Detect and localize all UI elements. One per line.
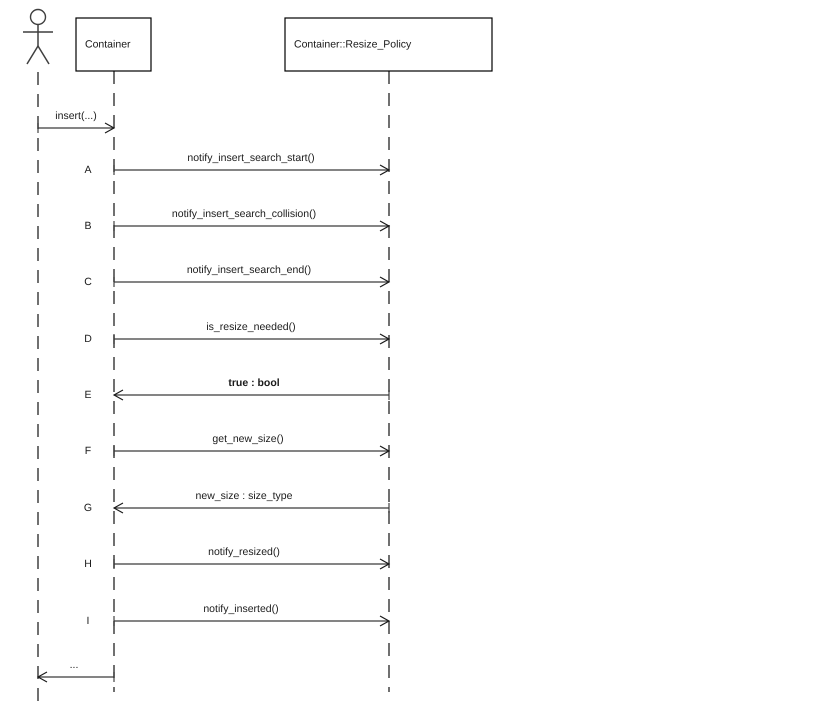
message-label: notify_insert_search_end() [187, 264, 311, 276]
participant-label-resize_policy: Container::Resize_Policy [294, 38, 412, 50]
message-arrowhead [36, 671, 48, 683]
message-label: get_new_size() [212, 433, 283, 445]
step-letter-h: H [84, 558, 92, 570]
participant-box-container[interactable] [75, 17, 152, 72]
participant-container[interactable]: Container [75, 17, 152, 692]
message-arrowhead [379, 333, 391, 345]
message-c[interactable]: notify_insert_search_end() C [84, 264, 391, 288]
message-i[interactable]: notify_inserted() I [87, 603, 391, 627]
message-b[interactable]: notify_insert_search_collision() B [84, 208, 391, 232]
message-label: notify_inserted() [203, 603, 278, 615]
message-label: is_resize_needed() [206, 321, 295, 333]
message-label: insert(...) [55, 110, 96, 122]
step-letter-e: E [84, 389, 91, 401]
step-letter-g: G [84, 502, 92, 514]
message-label: ... [70, 659, 79, 671]
participant-box-resize_policy[interactable] [284, 17, 493, 72]
message-arrowhead [104, 122, 116, 134]
message-label: notify_resized() [208, 546, 280, 558]
step-letter-i: I [87, 615, 90, 627]
message-arrowhead [379, 276, 391, 288]
step-letter-c: C [84, 276, 92, 288]
step-letter-b: B [84, 220, 91, 232]
participant-label-container: Container [85, 38, 131, 50]
message-f[interactable]: get_new_size() F [85, 433, 391, 457]
actor-icon [23, 8, 53, 65]
participant-resize_policy[interactable]: Container::Resize_Policy [284, 17, 493, 692]
message-arrowhead [379, 164, 391, 176]
message-x10[interactable]: ... [36, 659, 115, 683]
step-letter-f: F [85, 445, 91, 457]
message-d[interactable]: is_resize_needed() D [84, 321, 391, 345]
message-label: notify_insert_search_collision() [172, 208, 316, 220]
step-letter-d: D [84, 333, 92, 345]
message-h[interactable]: notify_resized() H [84, 546, 391, 570]
message-arrowhead [112, 502, 124, 514]
message-arrowhead [112, 389, 124, 401]
message-label: true : bool [228, 377, 279, 389]
message-x0[interactable]: insert(...) [37, 110, 116, 134]
participants-layer: Container Container::Resize_Policy [37, 17, 493, 706]
message-a[interactable]: notify_insert_search_start() A [84, 152, 391, 176]
message-arrowhead [379, 445, 391, 457]
message-label: notify_insert_search_start() [187, 152, 314, 164]
messages-layer: insert(...) notify_insert_search_start() A… [36, 110, 391, 683]
message-arrowhead [379, 558, 391, 570]
message-label: new_size : size_type [196, 490, 293, 502]
message-arrowhead [379, 220, 391, 232]
message-arrowhead [379, 615, 391, 627]
step-letter-a: A [84, 164, 91, 176]
